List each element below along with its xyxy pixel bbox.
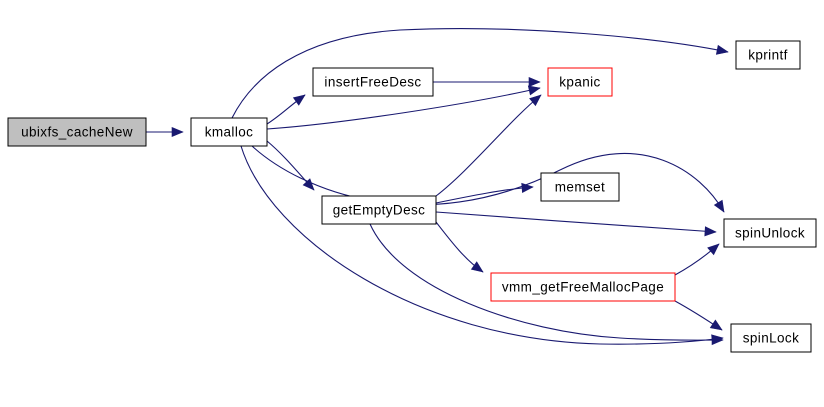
node-box[interactable] — [490, 272, 676, 302]
edge-ubixfs_cacheNew-to-kmalloc — [146, 126, 184, 138]
node-label: spinLock — [743, 331, 799, 346]
edge-getEmptyDesc-to-spinLock — [369, 223, 724, 346]
node-label: kmalloc — [205, 125, 254, 140]
node-box[interactable] — [540, 172, 620, 202]
edge-arrowhead — [704, 226, 717, 237]
edge-getEmptyDesc-to-spinUnlock — [435, 211, 717, 237]
node-spinLock[interactable]: spinLock — [730, 323, 812, 353]
node-box[interactable] — [547, 67, 613, 97]
node-box[interactable] — [7, 117, 147, 147]
edge-vmm_getFreeMallocPage-to-spinLock — [674, 300, 723, 331]
node-memset[interactable]: memset — [540, 172, 620, 202]
node-label: vmm_getFreeMallocPage — [502, 280, 664, 295]
node-layer: ubixfs_cacheNew kmalloc insertFreeDesc kpan… — [7, 40, 817, 353]
node-box[interactable] — [723, 218, 817, 248]
edge-line — [435, 94, 542, 197]
edge-arrowhead — [529, 94, 542, 107]
edge-arrowhead — [711, 334, 724, 346]
node-label: kpanic — [559, 75, 600, 90]
edge-arrowhead — [528, 76, 541, 88]
node-box[interactable] — [730, 323, 812, 353]
edge-line — [266, 87, 541, 130]
edge-line — [231, 28, 729, 119]
node-vmm_getFreeMallocPage[interactable]: vmm_getFreeMallocPage — [490, 272, 676, 302]
edge-kmalloc-to-spinLock — [240, 145, 724, 345]
edge-vmm_getFreeMallocPage-to-spinUnlock — [674, 243, 720, 276]
node-kpanic[interactable]: kpanic — [547, 67, 613, 97]
edge-kmalloc-to-kprintf — [231, 28, 729, 119]
edge-getEmptyDesc-to-memset — [435, 182, 534, 204]
edge-arrowhead — [521, 182, 534, 193]
edge-arrowhead — [527, 85, 541, 96]
node-label: getEmptyDesc — [333, 203, 426, 218]
node-box[interactable] — [321, 195, 437, 225]
node-spinUnlock[interactable]: spinUnlock — [723, 218, 817, 248]
edge-line — [369, 223, 724, 341]
edge-line — [435, 186, 534, 204]
node-ubixfs_cacheNew[interactable]: ubixfs_cacheNew — [7, 117, 147, 147]
node-label: insertFreeDesc — [324, 75, 421, 90]
edge-arrowhead — [709, 319, 723, 331]
edge-kmalloc-to-kpanic — [266, 85, 541, 130]
edge-arrowhead — [713, 199, 725, 213]
edge-arrowhead — [171, 126, 184, 138]
node-label: ubixfs_cacheNew — [21, 125, 133, 140]
node-label: kprintf — [748, 48, 788, 63]
edge-kmalloc-to-getEmptyDesc — [266, 140, 315, 191]
edge-arrowhead — [292, 94, 306, 106]
edge-layer — [146, 28, 729, 346]
edge-kmalloc-to-insertFreeDesc — [266, 94, 306, 125]
node-label: spinUnlock — [735, 226, 805, 241]
node-box[interactable] — [735, 40, 801, 70]
edge-line — [251, 145, 725, 213]
edge-getEmptyDesc-to-kpanic — [435, 94, 542, 197]
node-kmalloc[interactable]: kmalloc — [190, 117, 268, 147]
edge-line — [435, 211, 717, 233]
node-label: memset — [555, 180, 605, 195]
edge-arrowhead — [715, 44, 729, 55]
node-getEmptyDesc[interactable]: getEmptyDesc — [321, 195, 437, 225]
node-insertFreeDesc[interactable]: insertFreeDesc — [312, 67, 434, 97]
node-box[interactable] — [312, 67, 434, 97]
edge-arrowhead — [470, 261, 484, 273]
edge-line — [240, 145, 724, 345]
node-box[interactable] — [190, 117, 268, 147]
node-kprintf[interactable]: kprintf — [735, 40, 801, 70]
edge-kmalloc-to-spinUnlock — [251, 145, 725, 213]
edge-arrowhead — [302, 178, 315, 191]
edge-arrowhead — [707, 243, 720, 256]
edge-insertFreeDesc-to-kpanic — [433, 76, 541, 88]
edge-getEmptyDesc-to-vmm_getFreeMallocPage — [435, 221, 484, 273]
